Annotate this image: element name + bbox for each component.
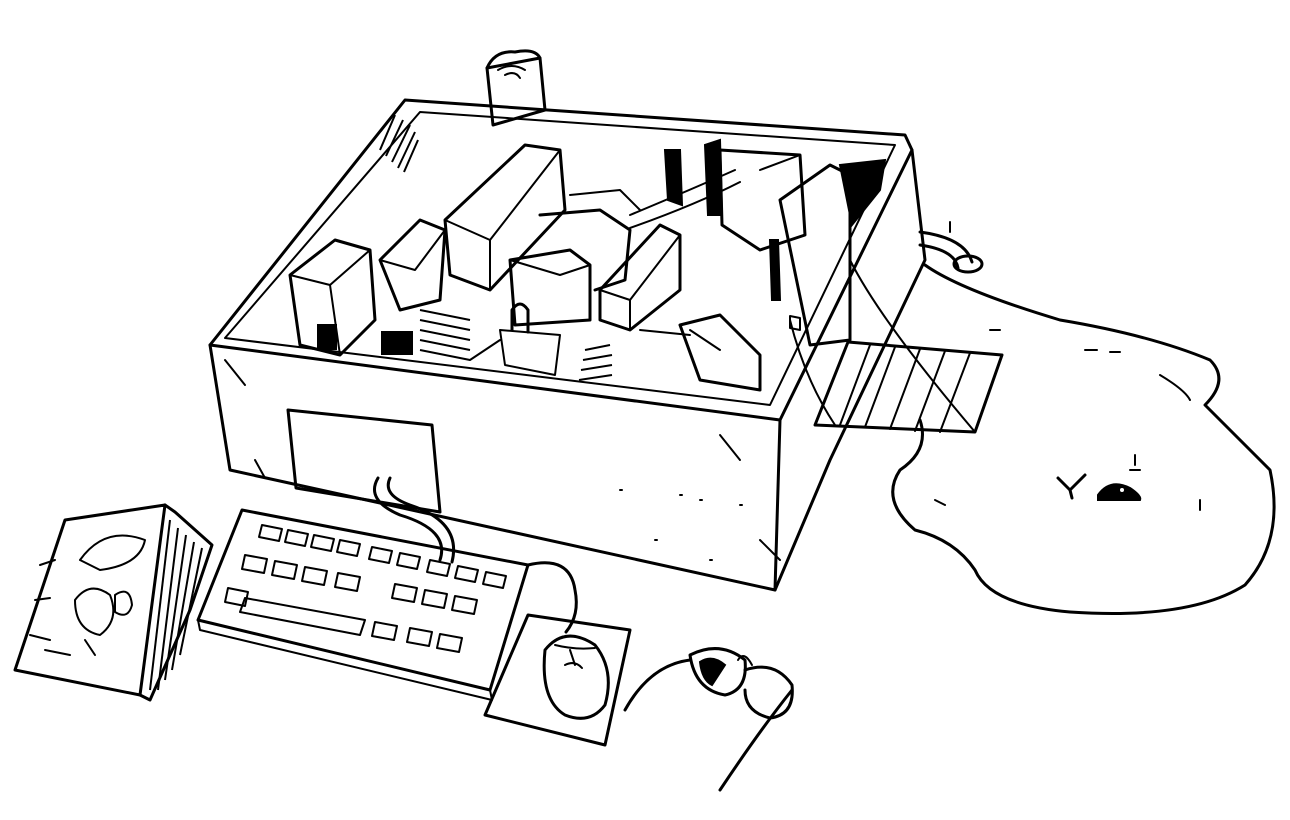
eyeglasses [623, 647, 794, 792]
drawbridge [789, 259, 1004, 434]
mouse [526, 561, 610, 720]
whale [1056, 454, 1142, 501]
pipe-outlet [918, 221, 984, 274]
tower [485, 49, 547, 127]
lake [891, 263, 1276, 615]
keyboard [196, 476, 530, 701]
mouse-pad [483, 613, 632, 747]
city-inside-case [288, 114, 887, 392]
computer-case [208, 98, 927, 592]
monitor-panel [286, 408, 442, 514]
comic-book [13, 503, 214, 702]
